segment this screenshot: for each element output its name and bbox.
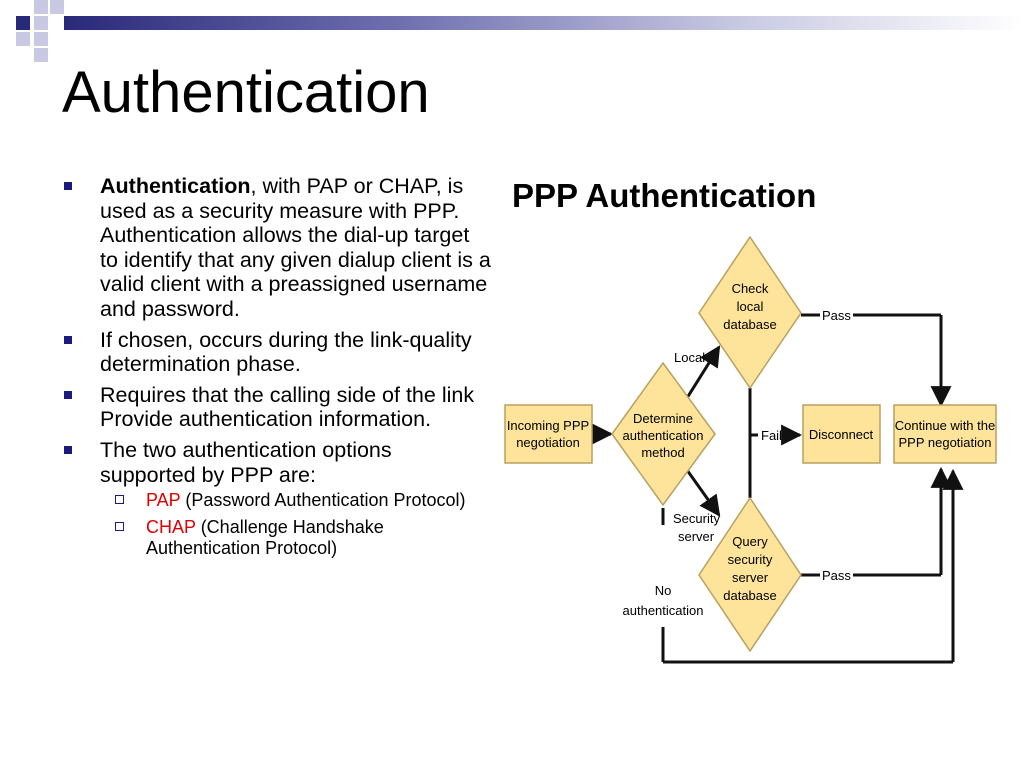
- edge-security-server: [685, 469, 721, 517]
- bullet-text: Requires that the calling side of the li…: [100, 382, 475, 432]
- node-query: Query security server database: [698, 496, 802, 653]
- node-disconnect: Disconnect: [802, 404, 881, 464]
- hollow-square-bullet-icon: [115, 522, 124, 532]
- node-continue-line2: PPP negotiation: [899, 435, 992, 450]
- node-disconnect-label: Disconnect: [809, 427, 874, 442]
- node-determine: Determine authentication method: [611, 361, 716, 507]
- decor-square-1: [16, 16, 30, 30]
- edge-local: [685, 345, 721, 399]
- node-continue: Continue with the PPP negotiation: [893, 404, 997, 464]
- square-bullet-icon: [64, 390, 72, 399]
- edge-label-fail: Fail: [761, 428, 782, 443]
- node-determine-line3: method: [641, 445, 684, 460]
- edge-label-local: Local: [674, 350, 705, 365]
- node-determine-line1: Determine: [633, 411, 693, 426]
- sub-bullet-item: CHAP (Challenge Handshake Authentication…: [100, 517, 492, 559]
- bullet-item: Requires that the calling side of the li…: [62, 383, 492, 432]
- acronym-chap: CHAP: [146, 517, 196, 538]
- edge-label-no-auth-2: authentication: [623, 603, 704, 618]
- sub-bullet-text: (Challenge Handshake Authentication Prot…: [146, 517, 384, 559]
- sub-bullet-text: (Password Authentication Protocol): [180, 490, 466, 511]
- node-incoming-line2: negotiation: [516, 435, 580, 450]
- square-bullet-icon: [64, 335, 72, 344]
- acronym-pap: PAP: [146, 490, 181, 511]
- decor-square-6: [34, 32, 48, 46]
- edge-label-pass-bottom: Pass: [822, 568, 851, 583]
- bullet-item: Authentication, with PAP or CHAP, is use…: [62, 174, 492, 322]
- diagram-title: PPP Authentication: [512, 177, 816, 214]
- decor-square-4: [34, 16, 48, 30]
- bullet-text: The two authentication options supported…: [100, 437, 392, 487]
- hollow-square-bullet-icon: [115, 495, 124, 505]
- node-continue-line1: Continue with the: [895, 418, 995, 433]
- square-bullet-icon: [64, 445, 72, 454]
- node-incoming: Incoming PPP negotiation: [504, 404, 593, 464]
- node-query-line1: Query: [732, 534, 768, 549]
- node-determine-line2: authentication: [623, 428, 704, 443]
- slide-title: Authentication: [62, 60, 430, 125]
- bullet-item: The two authentication options supported…: [62, 438, 492, 559]
- node-query-line4: database: [723, 588, 777, 603]
- edge-label-pass-top: Pass: [822, 308, 851, 323]
- node-check-line2: local: [737, 299, 764, 314]
- node-check-line1: Check: [732, 281, 769, 296]
- node-check: Check local database: [698, 235, 802, 390]
- decor-square-3: [50, 0, 64, 14]
- decor-square-7: [34, 48, 48, 62]
- node-query-line3: server: [732, 570, 769, 585]
- bullet-text: If chosen, occurs during the link-qualit…: [100, 327, 472, 377]
- ppp-authentication-flowchart: PPP Authentication Incoming PPP negotiat…: [504, 177, 997, 664]
- bullet-text: , with PAP or CHAP, is used as a securit…: [100, 174, 491, 321]
- edge-label-no-auth-1: No: [655, 583, 672, 598]
- header-gradient-bar: [64, 16, 1024, 30]
- edge-label-security-server-1: Security: [673, 511, 720, 526]
- decor-square-5: [16, 32, 30, 46]
- node-check-line3: database: [723, 317, 777, 332]
- edge-label-security-server-2: server: [678, 529, 715, 544]
- bullet-item: If chosen, occurs during the link-qualit…: [62, 328, 492, 377]
- bullet-list: Authentication, with PAP or CHAP, is use…: [62, 174, 492, 565]
- decor-square-2: [34, 0, 48, 14]
- bullet-bold-term: Authentication: [100, 174, 251, 198]
- sub-bullet-list: PAP (Password Authentication Protocol) C…: [100, 490, 492, 559]
- square-bullet-icon: [64, 182, 72, 190]
- sub-bullet-item: PAP (Password Authentication Protocol): [100, 490, 492, 511]
- node-query-line2: security: [728, 552, 773, 567]
- connector-lines: [592, 313, 964, 664]
- node-incoming-line1: Incoming PPP: [507, 418, 589, 433]
